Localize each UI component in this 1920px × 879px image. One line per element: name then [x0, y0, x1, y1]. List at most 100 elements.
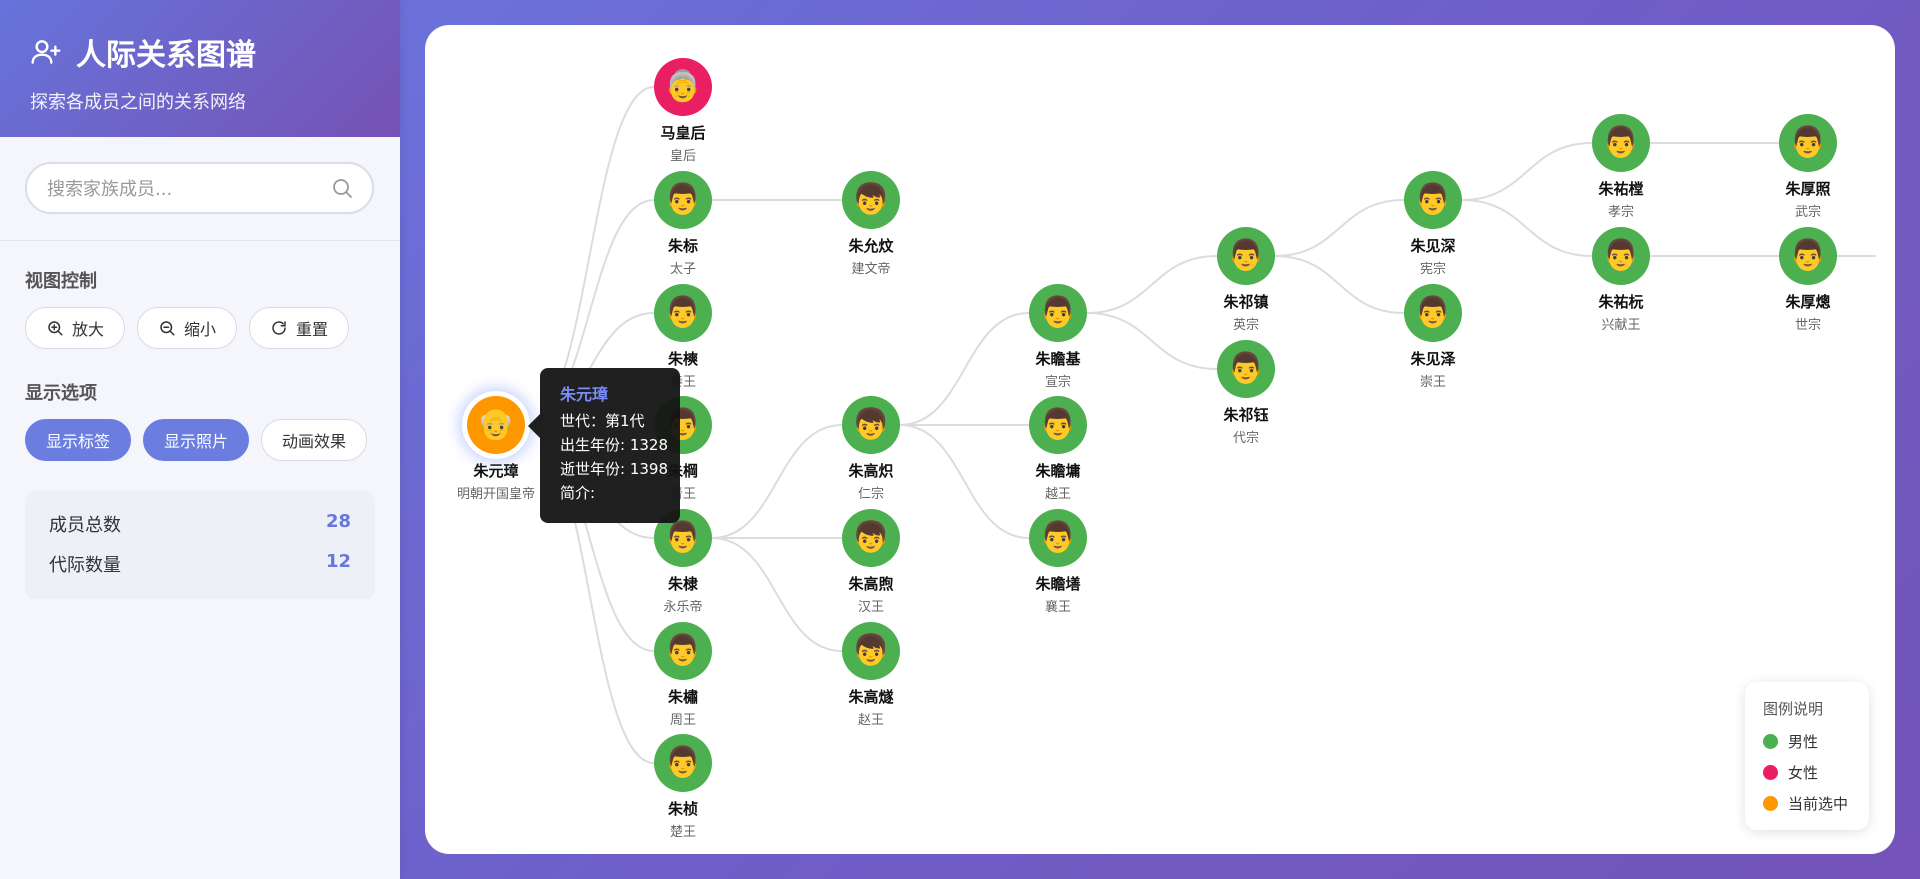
member-name: 朱瞻墉 [1035, 462, 1081, 480]
member-node-zhuqiyu[interactable]: 👨朱祁钰代宗 [1176, 340, 1316, 446]
relationship-link [1461, 142, 1593, 201]
member-node-zhugaosui[interactable]: 👦朱高燧赵王 [801, 622, 941, 728]
member-role: 明朝开国皇帝 [456, 487, 535, 502]
member-avatar[interactable]: 👦 [842, 622, 900, 680]
member-avatar[interactable]: 👨 [1404, 284, 1462, 342]
zoom-in-button[interactable]: 放大 [25, 307, 126, 349]
reset-button[interactable]: 重置 [249, 307, 350, 349]
face-icon: 👨 [1414, 182, 1452, 217]
relationship-graph[interactable]: 👴朱元璋明朝开国皇帝👵马皇后皇后👨朱标太子👨朱樉秦王👨朱棡晋王👨朱棣永乐帝👨朱橚… [425, 25, 1895, 854]
relationship-link [1274, 199, 1405, 257]
member-node-zhuyouyuan[interactable]: 👨朱祐杬兴献王 [1551, 227, 1691, 333]
legend-dot-female [1763, 765, 1778, 780]
member-avatar[interactable]: 👨 [1592, 114, 1650, 172]
search-input[interactable] [27, 164, 349, 214]
member-name: 朱允炆 [848, 237, 894, 255]
face-icon: 👨 [1602, 238, 1640, 273]
face-icon: 👨 [1789, 238, 1827, 273]
member-name: 朱厚照 [1785, 180, 1831, 198]
member-role: 周王 [669, 713, 696, 728]
search-icon[interactable] [330, 176, 354, 200]
zoom-in-label: 放大 [72, 320, 105, 339]
member-node-zhujianze[interactable]: 👨朱见泽崇王 [1363, 284, 1503, 390]
relationship-link [1086, 255, 1218, 314]
show-labels-toggle[interactable]: 显示标签 [25, 419, 132, 461]
member-avatar[interactable]: 👨 [654, 171, 712, 229]
member-avatar[interactable]: 👦 [842, 171, 900, 229]
member-node-mahuanghou[interactable]: 👵马皇后皇后 [613, 58, 753, 164]
member-avatar[interactable]: 👨 [1592, 227, 1650, 285]
legend-label: 男性 [1788, 733, 1819, 751]
member-node-zhuzhanji[interactable]: 👨朱瞻基宣宗 [988, 284, 1128, 390]
legend-label: 女性 [1788, 764, 1819, 782]
tooltip-name: 朱元璋 [560, 385, 609, 404]
app-title: 人际关系图谱 [30, 30, 368, 74]
zoom-out-button[interactable]: 缩小 [137, 307, 238, 349]
member-node-zhuyunwen[interactable]: 👦朱允炆建文帝 [801, 171, 941, 277]
member-name: 朱元璋 [473, 462, 519, 480]
member-name: 朱厚熜 [1785, 293, 1831, 311]
sidebar-header: 人际关系图谱 探索各成员之间的关系网络 [0, 0, 400, 137]
relationship-link [899, 424, 1030, 539]
member-node-zhugaochi[interactable]: 👦朱高炽仁宗 [801, 396, 941, 502]
legend-item-selected: 当前选中 [1763, 793, 1869, 814]
member-name: 朱桢 [667, 800, 698, 818]
member-role: 越王 [1044, 487, 1071, 502]
member-avatar[interactable]: 👨 [654, 622, 712, 680]
member-avatar[interactable]: 👨 [1404, 171, 1462, 229]
member-avatar[interactable]: 👨 [1029, 284, 1087, 342]
stat-value: 12 [325, 551, 351, 572]
member-node-zhuzhen[interactable]: 👨朱桢楚王 [613, 734, 753, 840]
show-photos-toggle[interactable]: 显示照片 [143, 419, 250, 461]
member-role: 太子 [669, 262, 696, 277]
stat-generations: 代际数量 12 [49, 551, 351, 577]
divider [0, 240, 400, 241]
member-node-zhudi[interactable]: 👨朱棣永乐帝 [613, 509, 753, 615]
face-icon: 👨 [1039, 295, 1077, 330]
member-node-zhuyuanzhang[interactable]: 👴 朱元璋明朝开国皇帝 [426, 396, 566, 502]
refresh-icon [272, 321, 286, 335]
member-name: 朱高煦 [848, 575, 894, 593]
member-role: 宣宗 [1044, 375, 1071, 390]
member-avatar[interactable]: 👨 [654, 734, 712, 792]
member-avatar[interactable]: 👨 [1217, 227, 1275, 285]
legend-title: 图例说明 [1763, 700, 1824, 718]
member-avatar[interactable]: 👦 [842, 509, 900, 567]
member-node-zhujianshen[interactable]: 👨朱见深宪宗 [1363, 171, 1503, 277]
face-icon: 👨 [1039, 520, 1077, 555]
member-node-zhugaoxu[interactable]: 👦朱高煦汉王 [801, 509, 941, 615]
member-node-zhuzhanshan[interactable]: 👨朱瞻墡襄王 [988, 509, 1128, 615]
member-node-zhushuang[interactable]: 👨朱樉秦王 [613, 284, 753, 390]
member-avatar[interactable]: 👨 [654, 284, 712, 342]
member-avatar[interactable]: 👴 [467, 396, 525, 454]
member-node-zhuqizhen[interactable]: 👨朱祁镇英宗 [1176, 227, 1316, 333]
tooltip-death: 逝世年份: 1398 [560, 460, 668, 478]
member-avatar[interactable]: 👨 [1779, 227, 1837, 285]
member-role: 仁宗 [857, 487, 884, 502]
app-title-text: 人际关系图谱 [76, 38, 256, 73]
member-node-zhusu[interactable]: 👨朱橚周王 [613, 622, 753, 728]
member-avatar[interactable]: 👨 [1217, 340, 1275, 398]
relationship-link [1086, 312, 1218, 370]
member-name: 朱祐樘 [1598, 180, 1644, 198]
display-options-title: 显示选项 [25, 383, 97, 404]
member-role: 襄王 [1044, 600, 1071, 615]
member-node-zhuhouzhao[interactable]: 👨朱厚照武宗 [1738, 114, 1878, 220]
face-icon: 👨 [1414, 295, 1452, 330]
member-avatar[interactable]: 👨 [1029, 509, 1087, 567]
member-node-zhuyoucheng[interactable]: 👨朱祐樘孝宗 [1551, 114, 1691, 220]
face-icon: 👨 [664, 520, 702, 555]
member-avatar[interactable]: 👨 [1779, 114, 1837, 172]
member-node-zhuhoucong[interactable]: 👨朱厚熜世宗 [1738, 227, 1878, 333]
member-avatar[interactable]: 👵 [654, 58, 712, 116]
animation-toggle[interactable]: 动画效果 [261, 419, 368, 461]
member-node-zhuzhanyong[interactable]: 👨 朱瞻墉越王 [988, 396, 1128, 502]
legend: 图例说明 男性 女性 当前选中 [1745, 682, 1869, 830]
view-control-title: 视图控制 [25, 271, 97, 292]
legend-dot-selected [1763, 796, 1778, 811]
add-user-icon [31, 40, 61, 64]
legend-item-female: 女性 [1763, 762, 1869, 783]
member-avatar[interactable]: 👨 [1029, 396, 1087, 454]
member-avatar[interactable]: 👦 [842, 396, 900, 454]
member-node-zhubiao[interactable]: 👨朱标太子 [613, 171, 753, 277]
